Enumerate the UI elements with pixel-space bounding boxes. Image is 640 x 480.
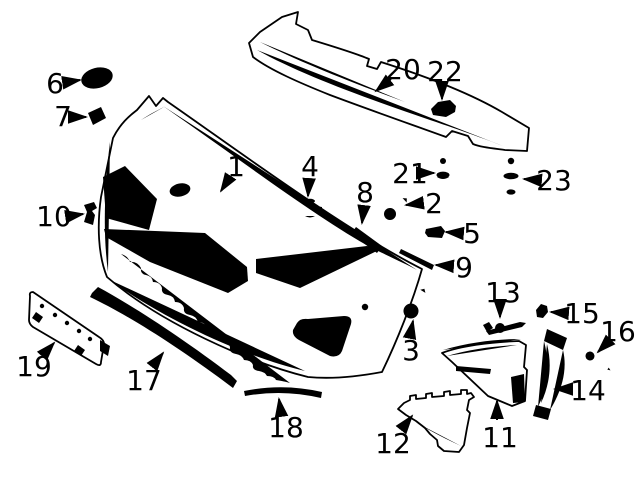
- part-2-screw: [384, 198, 407, 220]
- callout-arrow: [61, 76, 82, 90]
- callout-arrow: [36, 341, 56, 361]
- callout-20-air-baffle[interactable]: 20: [374, 53, 421, 93]
- callout-number[interactable]: 17: [126, 364, 162, 397]
- part-8-bracket: [351, 227, 382, 253]
- callout-3-screw[interactable]: 3: [402, 319, 420, 367]
- part-16-rivet: [585, 351, 611, 371]
- part-23-expansion-rivet: [503, 157, 519, 195]
- callout-8-bracket[interactable]: 8: [356, 176, 374, 225]
- callout-number[interactable]: 14: [570, 374, 606, 407]
- callout-1-bumper-cover[interactable]: 1: [219, 150, 245, 193]
- callout-number[interactable]: 7: [54, 100, 72, 133]
- callout-13-hinge-pin[interactable]: 13: [485, 276, 521, 319]
- callout-9-molding-strip[interactable]: 9: [434, 251, 473, 284]
- part-11-side-support: [441, 339, 528, 407]
- part-22-clip-nut: [431, 100, 456, 117]
- callout-14-side-molding[interactable]: 14: [553, 374, 606, 407]
- callout-arrow: [402, 319, 417, 340]
- part-15-clip: [536, 304, 548, 318]
- part-1-bumper-cover: [97, 95, 423, 383]
- callout-17-lower-trim-strip[interactable]: 17: [126, 351, 165, 397]
- callout-15-clip[interactable]: 15: [549, 297, 600, 330]
- callout-10-clip[interactable]: 10: [36, 200, 85, 233]
- callout-number[interactable]: 16: [600, 315, 636, 348]
- callout-number[interactable]: 15: [564, 297, 600, 330]
- callout-number[interactable]: 2: [425, 187, 443, 220]
- callout-arrow: [444, 226, 465, 241]
- part-17-lower-trim-strip: [90, 287, 237, 388]
- callout-arrow: [395, 414, 414, 435]
- part-19-license-plate-bracket: [28, 291, 110, 367]
- callout-7-adhesive-pad[interactable]: 7: [54, 100, 88, 133]
- callout-2-screw[interactable]: 2: [404, 187, 443, 220]
- callout-number[interactable]: 13: [485, 276, 521, 309]
- callout-11-side-support[interactable]: 11: [482, 399, 518, 454]
- callout-5-clip[interactable]: 5: [444, 217, 481, 250]
- callout-number[interactable]: 19: [16, 350, 52, 383]
- callout-arrow: [274, 397, 289, 418]
- part-10-clip: [84, 202, 97, 225]
- callout-22-clip-nut[interactable]: 22: [427, 55, 463, 101]
- part-14-side-molding: [533, 329, 567, 420]
- part-3-screw: [403, 288, 426, 319]
- callout-21-screw[interactable]: 21: [392, 157, 436, 190]
- part-4-clip: [305, 198, 322, 218]
- part-6-emblem: [81, 67, 113, 89]
- callout-number[interactable]: 11: [482, 421, 518, 454]
- callout-number[interactable]: 3: [402, 334, 420, 367]
- callout-arrow: [549, 306, 570, 321]
- callout-number[interactable]: 23: [536, 164, 572, 197]
- callout-arrow: [374, 74, 395, 93]
- callout-arrow: [219, 172, 237, 193]
- callout-number[interactable]: 8: [356, 176, 374, 209]
- part-18-lower-trim-strip: [244, 383, 322, 398]
- callout-arrow: [522, 173, 543, 188]
- part-9-molding-strip: [399, 249, 434, 270]
- callout-number[interactable]: 21: [392, 157, 428, 190]
- callout-arrow: [146, 351, 165, 372]
- callout-number[interactable]: 22: [427, 55, 463, 88]
- callout-6-emblem[interactable]: 6: [46, 67, 82, 100]
- callout-arrow: [302, 177, 316, 198]
- callout-number[interactable]: 12: [375, 427, 411, 460]
- callout-number[interactable]: 1: [227, 150, 245, 183]
- callout-arrow: [596, 334, 616, 354]
- callout-number[interactable]: 4: [301, 150, 319, 183]
- callout-arrow: [434, 259, 455, 274]
- callout-19-license-plate-bracket[interactable]: 19: [16, 341, 56, 383]
- callout-number[interactable]: 18: [268, 411, 304, 444]
- part-20-air-baffle: [248, 11, 530, 152]
- part-5-clip: [425, 226, 445, 238]
- callout-arrow: [357, 204, 371, 225]
- callout-number[interactable]: 10: [36, 200, 72, 233]
- callout-18-lower-trim-strip[interactable]: 18: [268, 397, 304, 444]
- part-13-hinge-pin: [483, 322, 526, 335]
- callout-number[interactable]: 20: [385, 53, 421, 86]
- callout-number[interactable]: 6: [46, 67, 64, 100]
- part-7-adhesive-pad: [88, 107, 106, 125]
- callout-12-lower-support[interactable]: 12: [375, 414, 414, 460]
- callout-16-rivet[interactable]: 16: [596, 315, 636, 354]
- part-12-lower-support: [397, 389, 475, 453]
- callout-arrow: [404, 196, 425, 210]
- callout-number[interactable]: 5: [463, 217, 481, 250]
- callout-23-expansion-rivet[interactable]: 23: [522, 164, 572, 197]
- callout-number[interactable]: 9: [455, 251, 473, 284]
- callout-4-clip[interactable]: 4: [301, 150, 319, 198]
- callout-arrow: [64, 210, 85, 224]
- part-21-screw: [436, 158, 450, 179]
